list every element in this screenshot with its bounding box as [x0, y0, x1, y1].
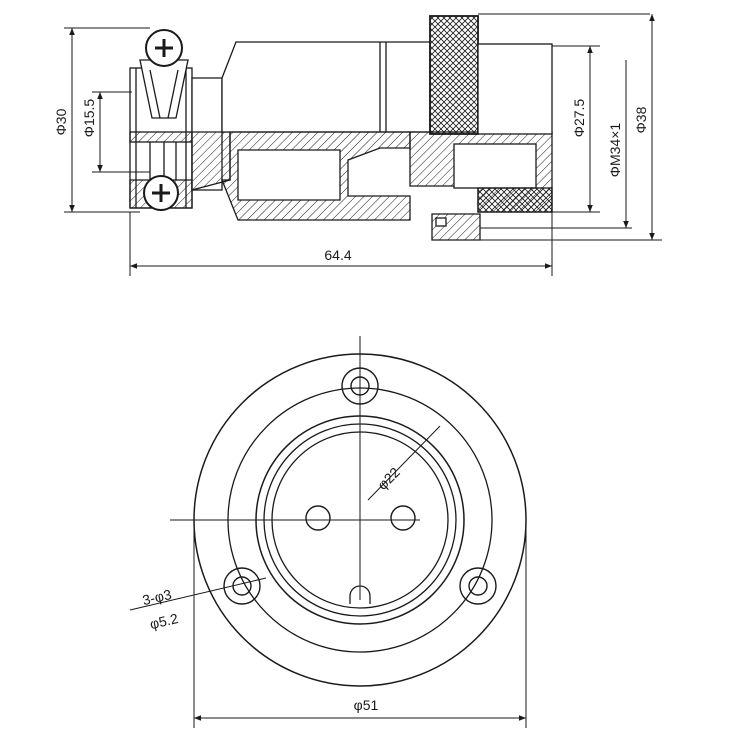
side-dimensions [64, 13, 662, 276]
body-shell [221, 41, 431, 133]
front-view [129, 336, 527, 687]
dim-length-64-4: 64.4 [324, 247, 351, 263]
dim-diameter-5-2: φ5.2 [148, 610, 180, 632]
side-view [129, 15, 553, 241]
leader-lines [129, 425, 441, 611]
front-dimension-labels: φ22 3-φ3 φ5.2 φ51 [141, 464, 403, 713]
dim-diameter-38: Φ38 [633, 106, 649, 133]
dim-mounting-holes-3x3: 3-φ3 [141, 586, 173, 608]
dim-diameter-30: Φ30 [53, 108, 69, 135]
mounting-hole-right [459, 567, 497, 605]
front-dimensions [193, 520, 527, 728]
dim-diameter-15-5: Φ15.5 [81, 99, 97, 138]
contact-pin-left [305, 505, 331, 531]
clamp-screw-bottom-icon [143, 175, 179, 211]
clamp-screw-top-icon [145, 29, 183, 67]
mounting-hole-left [223, 567, 261, 605]
dim-thread-m34: ΦM34×1 [607, 123, 623, 178]
contact-pin-right [390, 505, 416, 531]
dim-diameter-51: φ51 [354, 697, 379, 713]
side-dimension-labels: Φ30 Φ15.5 64.4 Φ27.5 ΦM34×1 Φ38 [53, 99, 649, 263]
dim-diameter-27-5: Φ27.5 [571, 99, 587, 138]
coupling-nut-knurled [429, 15, 479, 135]
center-lines [170, 336, 420, 600]
